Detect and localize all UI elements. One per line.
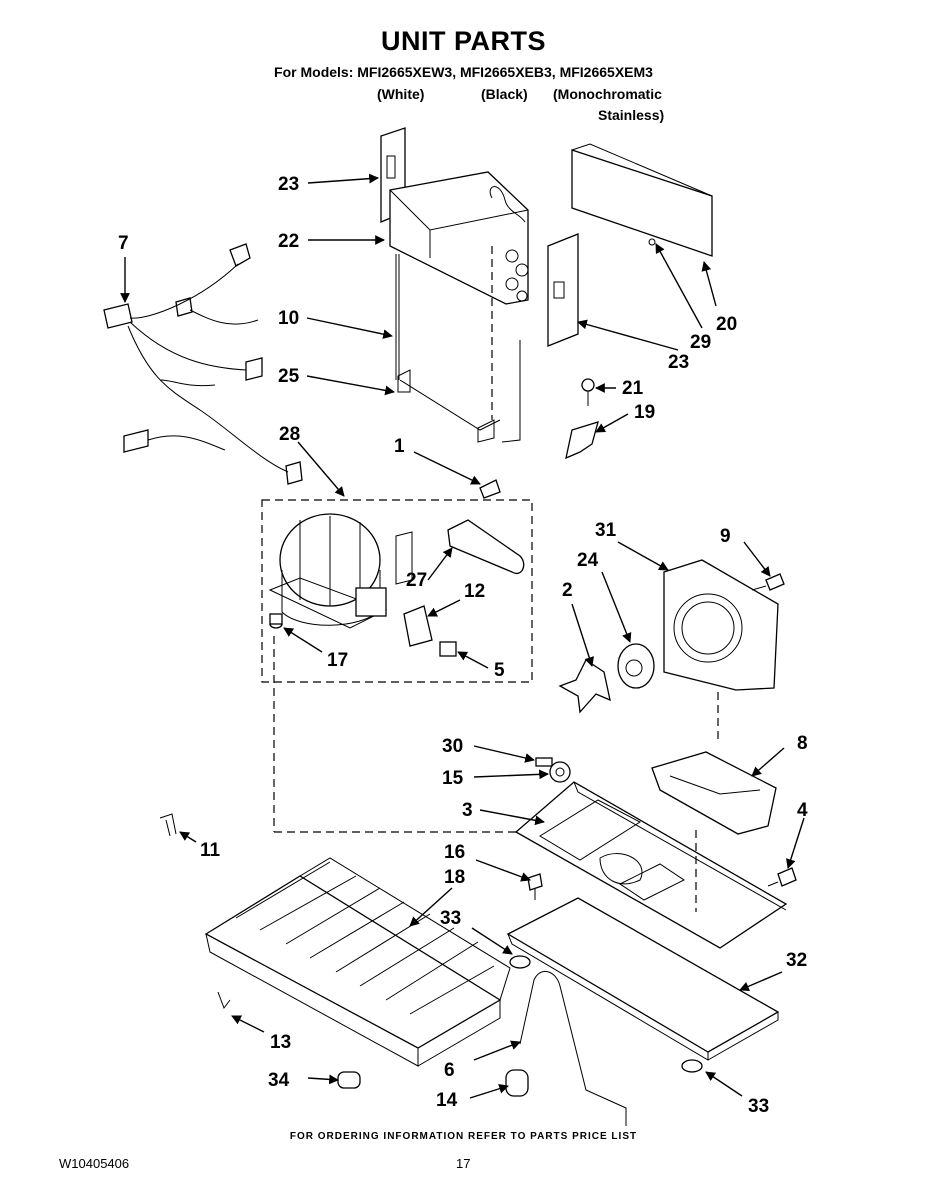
- callout-14: 14: [436, 1090, 458, 1111]
- variant-black: (Black): [481, 86, 528, 102]
- callout-30: 30: [442, 736, 463, 757]
- callout-5: 5: [494, 660, 505, 681]
- cover-5: [439, 641, 457, 657]
- callout-23-right: 23: [668, 352, 689, 373]
- defrost-heater: [395, 246, 521, 443]
- callout-12: 12: [464, 581, 485, 602]
- compressor: [268, 513, 413, 629]
- callout-19: 19: [634, 402, 655, 423]
- clip-13: [217, 991, 231, 1010]
- relay-12: [403, 605, 433, 647]
- callout-22: 22: [278, 231, 299, 252]
- callout-28: 28: [279, 424, 300, 445]
- screw-9: [751, 573, 785, 591]
- callout-3: 3: [462, 800, 473, 821]
- evaporator: [389, 171, 529, 305]
- condenser: [204, 857, 511, 1067]
- leader-lines: [120, 173, 805, 1099]
- page-title: UNIT PARTS: [381, 26, 546, 56]
- callout-17: 17: [327, 650, 348, 671]
- callout-32: 32: [786, 950, 807, 971]
- callout-33-right: 33: [748, 1096, 769, 1117]
- page-number: 17: [456, 1156, 471, 1171]
- screw-21: [581, 378, 595, 406]
- callout-18: 18: [444, 867, 465, 888]
- fan-blade: [558, 659, 611, 714]
- variant-mono-line2: Stainless): [598, 107, 665, 123]
- callout-9: 9: [720, 526, 731, 547]
- callout-11: 11: [200, 840, 221, 861]
- drain-pan: [506, 897, 780, 1061]
- callout-1: 1: [394, 436, 405, 457]
- compressor-group-outline: [261, 499, 533, 683]
- screw-4: [767, 867, 797, 887]
- drier-27: [447, 519, 525, 575]
- callout-20: 20: [716, 314, 737, 335]
- callout-7: 7: [118, 233, 129, 254]
- ordering-note: FOR ORDERING INFORMATION REFER TO PARTS …: [289, 1131, 638, 1142]
- wiring-harness: [103, 243, 303, 485]
- variant-mono-line1: (Monochromatic: [553, 86, 662, 102]
- cap-14: [505, 1069, 529, 1097]
- fan-shroud: [663, 559, 779, 691]
- screw-16: [527, 873, 543, 900]
- callout-23-top: 23: [278, 174, 299, 195]
- foot-33-left: [509, 955, 531, 969]
- tube-6: [519, 971, 627, 1126]
- callout-21: 21: [622, 378, 644, 399]
- grommet-15: [549, 761, 571, 783]
- evaporator-cover: [571, 143, 713, 257]
- callout-31: 31: [595, 520, 617, 541]
- callout-16: 16: [444, 842, 465, 863]
- callout-24: 24: [577, 550, 599, 571]
- evaporator-bracket-right: [547, 233, 579, 347]
- foot-33-right: [681, 1059, 703, 1073]
- fan-motor: [617, 643, 655, 689]
- grommet-17: [269, 613, 283, 629]
- callout-6: 6: [444, 1060, 455, 1081]
- bracket-8: [651, 751, 777, 835]
- models-line: For Models: MFI2665XEW3, MFI2665XEB3, MF…: [274, 64, 653, 80]
- clip-19: [565, 421, 599, 460]
- callout-8: 8: [797, 733, 808, 754]
- callout-4: 4: [797, 800, 808, 821]
- callout-29: 29: [690, 332, 711, 353]
- callout-33-left: 33: [440, 908, 461, 929]
- screw-1: [479, 479, 501, 499]
- callout-34: 34: [268, 1070, 290, 1091]
- callout-25: 25: [278, 366, 300, 387]
- spring-30: [535, 757, 553, 767]
- clip-11: [159, 813, 177, 837]
- callout-13: 13: [270, 1032, 291, 1053]
- callout-15: 15: [442, 768, 464, 789]
- fitting-34: [337, 1071, 361, 1089]
- machine-base-plate: [514, 781, 788, 949]
- variant-white: (White): [377, 86, 425, 102]
- callout-27: 27: [406, 570, 427, 591]
- document-number: W10405406: [59, 1156, 130, 1171]
- callout-2: 2: [562, 580, 573, 601]
- callout-10: 10: [278, 308, 299, 329]
